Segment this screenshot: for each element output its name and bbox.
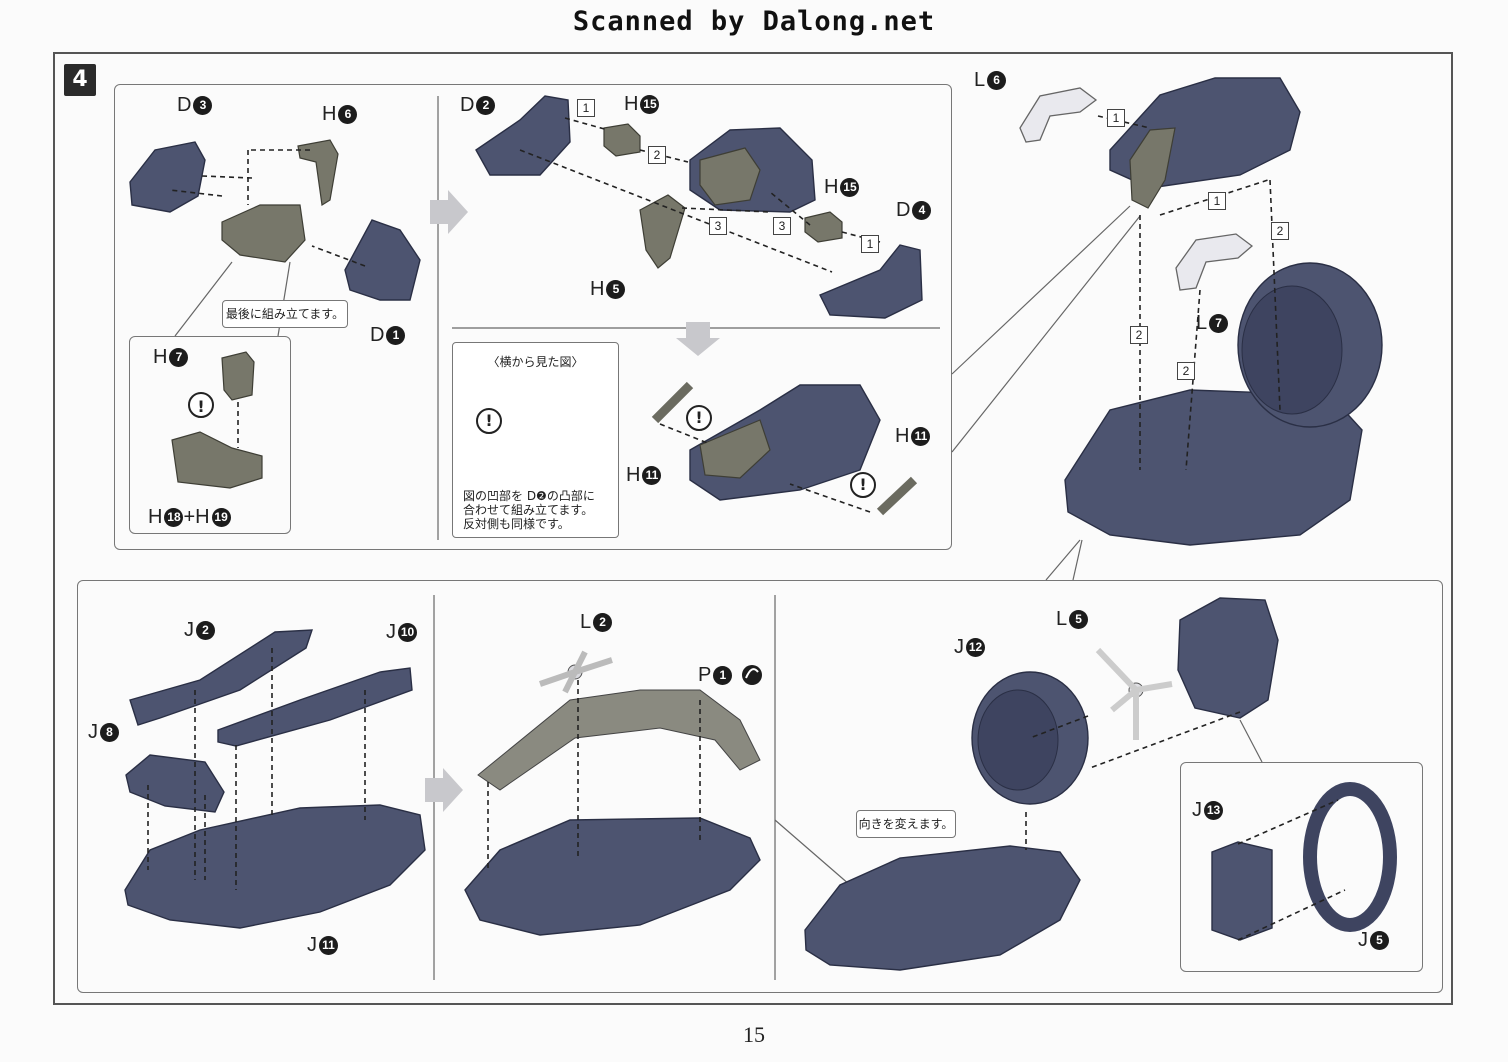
part-d2 [475,95,571,176]
part-h15-lower [804,211,843,243]
part-j8 [125,754,225,813]
part-hull-middle [464,817,761,936]
step-marker: 2 [1177,362,1195,380]
part-l6 [1019,87,1098,143]
leader-line [774,819,851,886]
page-number: 15 [743,1022,765,1047]
part-j5 [1303,782,1397,932]
step-marker: 3 [773,217,791,235]
step-marker: 3 [709,217,727,235]
part-h6 [297,139,339,206]
warning-icon: ! [850,472,876,498]
part-fan-ring [1177,597,1279,719]
h7-detail-panel [129,336,291,534]
step-marker: 2 [1271,222,1289,240]
part-olive-core [699,147,761,206]
part-hull-turned [804,845,1081,971]
step-marker: 1 [861,235,879,253]
part-h5 [639,194,686,269]
warning-icon: ! [188,392,214,418]
side-view-line: 合わせて組み立てます。 [463,503,594,517]
part-joint-assembly [221,204,306,263]
part-p1 [477,689,761,791]
fan-ring-detail-panel [1180,762,1423,972]
leader-line [951,205,1131,375]
part-j11 [124,804,426,929]
watermark: Scanned by Dalong.net [572,6,936,37]
part-h18-h19 [171,431,263,489]
part-d4 [819,244,923,319]
part-olive-arm [1129,127,1176,209]
arrow-right-icon [430,190,468,234]
part-d1 [344,219,421,301]
arrow-right-icon [425,768,463,812]
seal-icon [742,665,762,685]
part-h11-right [876,476,918,516]
step-marker: 1 [577,99,595,117]
step-number-badge: 4 [64,64,96,96]
side-view-line: 反対側も同様です。 [463,517,570,531]
part-olive-joint [699,419,771,479]
part-j10 [217,667,413,747]
part-l7 [1175,233,1254,291]
note-change-direction: 向きを変えます。 [856,810,956,838]
part-h15-upper [603,123,641,157]
leader-line [951,215,1141,453]
hull-assembly-panel [77,580,1443,993]
part-l5-fan [1095,647,1173,740]
warning-icon: ! [686,405,712,431]
step-marker: 2 [648,146,666,164]
subassembly-panel [114,84,952,550]
side-view-note: 〈横から見た図〉 図の凹部を D❷の凸部に 合わせて組み立てます。 反対側も同様… [452,342,619,538]
leader-line [1072,539,1083,581]
note-assemble-last: 最後に組み立てます。 [222,300,348,328]
part-h11-left [651,381,694,424]
part-fan-grille [1241,285,1343,415]
part-l2-fan [539,650,613,694]
leader-line [174,261,233,337]
step-marker: 1 [1107,109,1125,127]
step-marker: 2 [1130,326,1148,344]
part-d3 [129,141,206,213]
step-marker: 1 [1208,192,1226,210]
side-view-line: 図の凹部を D❷の凸部に [463,489,595,503]
warning-icon: ! [476,408,502,434]
page-frame [53,52,1453,1005]
part-h7 [221,351,255,401]
side-view-title: 〈横から見た図〉 [487,355,584,369]
leader-line [1045,539,1081,581]
part-j13 [1211,841,1273,941]
part-hull [1064,389,1363,546]
arrow-down-icon [676,322,720,356]
leader-line [1239,719,1263,763]
part-j2 [129,629,313,726]
